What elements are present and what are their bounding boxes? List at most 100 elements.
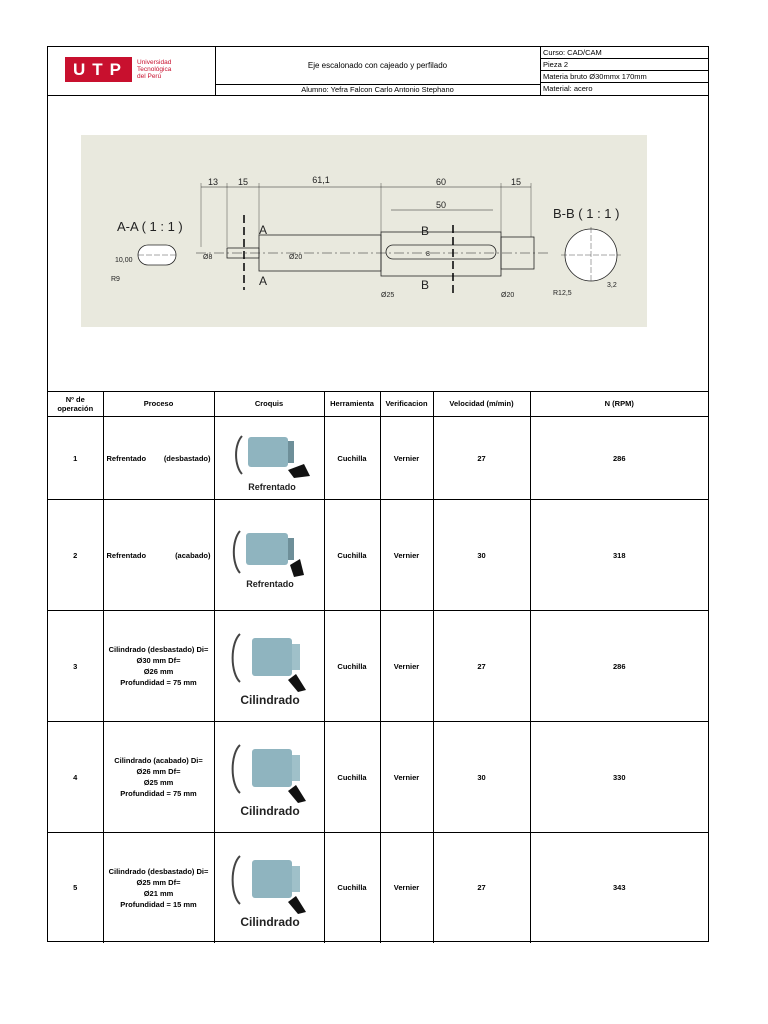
col-header: Verificacion xyxy=(379,391,434,417)
section-a-label: A-A ( 1 : 1 ) xyxy=(117,219,183,234)
verification: Vernier xyxy=(379,610,434,722)
process-cell: Cilindrado (desbastado) Di= Ø30 mm Df= Ø… xyxy=(102,610,215,722)
col-header: Croquis xyxy=(213,391,325,417)
dim-r12-5: R12,5 xyxy=(553,290,572,297)
header: UTP Universidad Tecnológica del Perú Eje… xyxy=(48,47,708,96)
logo-mark: UTP xyxy=(65,57,132,82)
shaft-step-end xyxy=(500,236,535,270)
cut-b-top: B xyxy=(421,224,429,238)
op-number: 2 xyxy=(48,499,104,611)
process-text: (acabado) xyxy=(175,550,211,560)
student-name: Alumno: Yefra Falcon Carlo Antonio Steph… xyxy=(215,84,541,95)
process-line: Ø25 mm xyxy=(143,778,174,787)
tool: Cuchilla xyxy=(323,610,381,722)
dim-r9: R9 xyxy=(111,276,120,283)
dim-60: 60 xyxy=(436,177,446,187)
rpm: 286 xyxy=(529,416,708,500)
col-header: N (RPM) xyxy=(529,391,708,417)
speed: 27 xyxy=(432,832,531,943)
process-line: Profundidad = 15 mm xyxy=(120,899,197,909)
sketch-label: Refrentado xyxy=(248,482,296,492)
logo-line: Tecnológica xyxy=(137,66,172,73)
sketch-cell: Cilindrado xyxy=(213,610,325,722)
turning-sketch: Cilindrado xyxy=(231,744,306,818)
speed: 30 xyxy=(432,499,531,611)
dim-d20: Ø20 xyxy=(289,254,302,261)
op-number: 3 xyxy=(48,610,104,722)
col-header: Velocidad (m/min) xyxy=(432,391,531,417)
process-line: Profundidad = 75 mm xyxy=(120,678,197,687)
verification: Vernier xyxy=(379,721,434,833)
table-row: 5 Cilindrado (desbastado) Di= Ø25 mm Df=… xyxy=(48,832,708,943)
table-row: 1 Refrentado (desbastado) Refrentado Cuch… xyxy=(48,416,708,500)
sketch-cell: Cilindrado xyxy=(213,721,325,833)
material: Material: acero xyxy=(543,84,593,93)
dim-10: 10,00 xyxy=(115,257,133,264)
process-sheet: UTP Universidad Tecnológica del Perú Eje… xyxy=(47,46,709,943)
rpm: 286 xyxy=(529,610,708,722)
speed: 27 xyxy=(432,610,531,722)
op-number: 1 xyxy=(48,416,104,500)
rpm: 330 xyxy=(529,721,708,833)
piece: Pieza 2 xyxy=(540,59,708,71)
tool: Cuchilla xyxy=(323,832,381,943)
raw-material: Materia bruto Ø30mmx 170mm xyxy=(540,71,708,83)
rpm: 343 xyxy=(529,832,708,943)
info-column: Curso: CAD/CAM Pieza 2 Materia bruto Ø30… xyxy=(540,47,708,95)
logo-line: del Perú xyxy=(137,73,162,80)
process-text: (desbastado) xyxy=(163,453,211,463)
process-cell: Refrentado (desbastado) xyxy=(102,416,215,500)
turning-sketch: Cilindrado xyxy=(231,633,306,707)
sketch-label: Cilindrado xyxy=(240,915,299,929)
table-row: 3 Cilindrado (desbastado) Di= Ø30 mm Df=… xyxy=(48,610,708,722)
dim-d20b: Ø20 xyxy=(501,292,514,299)
op-number: 5 xyxy=(48,832,104,943)
tool: Cuchilla xyxy=(323,416,381,500)
dim-50: 50 xyxy=(436,200,446,210)
verification: Vernier xyxy=(379,832,434,943)
table-row: 2 Refrentado (acabado) Refrentado Cuchill… xyxy=(48,499,708,611)
facing-sketch: Refrentado xyxy=(234,435,310,492)
shaft-step-d25 xyxy=(380,231,502,277)
dim-d8: Ø8 xyxy=(203,254,212,261)
utp-logo: UTP Universidad Tecnológica del Perú xyxy=(65,57,171,82)
shaft-drawing: 13 15 61,1 60 15 50 A-A ( 1 : 1 ) B-B ( … xyxy=(111,175,621,299)
operations-table: Nº de operación Proceso Croquis Herramie… xyxy=(48,391,708,943)
speed: 30 xyxy=(432,721,531,833)
cut-a-bottom: A xyxy=(259,274,267,288)
process-line: Ø26 mm xyxy=(143,667,174,676)
dim-3-2: 3,2 xyxy=(607,282,617,289)
logo-subtext: Universidad Tecnológica del Perú xyxy=(137,59,171,80)
process-cell: Refrentado (acabado) xyxy=(102,499,215,611)
sketch-cell: Refrentado xyxy=(213,416,325,500)
verification: Vernier xyxy=(379,499,434,611)
facing-sketch: Refrentado xyxy=(232,530,304,589)
table-row: 4 Cilindrado (acabado) Di= Ø26 mm Df= Ø2… xyxy=(48,721,708,833)
tool: Cuchilla xyxy=(323,721,381,833)
process-cell: Cilindrado (acabado) Di= Ø26 mm Df= Ø25 … xyxy=(102,721,215,833)
dim-61-1: 61,1 xyxy=(312,175,330,185)
col-header: Proceso xyxy=(102,391,215,417)
sketch-label: Cilindrado xyxy=(240,693,299,707)
process-line: Cilindrado (desbastado) Di= xyxy=(108,866,209,876)
process-text: Refrentado xyxy=(106,550,147,560)
col-header: Nº de operación xyxy=(48,391,104,417)
process-line: Cilindrado (desbastado) Di= xyxy=(108,645,209,654)
sketch-cell: Cilindrado xyxy=(213,832,325,943)
table-header-row: Nº de operación Proceso Croquis Herramie… xyxy=(48,391,708,417)
sketch-label: Refrentado xyxy=(246,579,294,589)
turning-sketch: Cilindrado xyxy=(231,855,306,929)
cut-b-bottom: B xyxy=(421,278,429,292)
logo-cell: UTP Universidad Tecnológica del Perú xyxy=(48,47,216,95)
dim-13: 13 xyxy=(208,177,218,187)
drawing-area: 13 15 61,1 60 15 50 A-A ( 1 : 1 ) B-B ( … xyxy=(48,95,708,392)
dim-8: 8 xyxy=(426,251,430,258)
tool: Cuchilla xyxy=(323,499,381,611)
process-cell: Cilindrado (desbastado) Di= Ø25 mm Df= Ø… xyxy=(102,832,215,943)
process-line: Ø25 mm Df= xyxy=(136,877,181,887)
process-line: Ø21 mm xyxy=(143,888,174,898)
process-text: Refrentado xyxy=(106,453,147,463)
process-line: Cilindrado (acabado) Di= xyxy=(114,756,203,765)
process-line: Profundidad = 75 mm xyxy=(120,789,197,798)
logo-line: Universidad xyxy=(137,59,172,66)
